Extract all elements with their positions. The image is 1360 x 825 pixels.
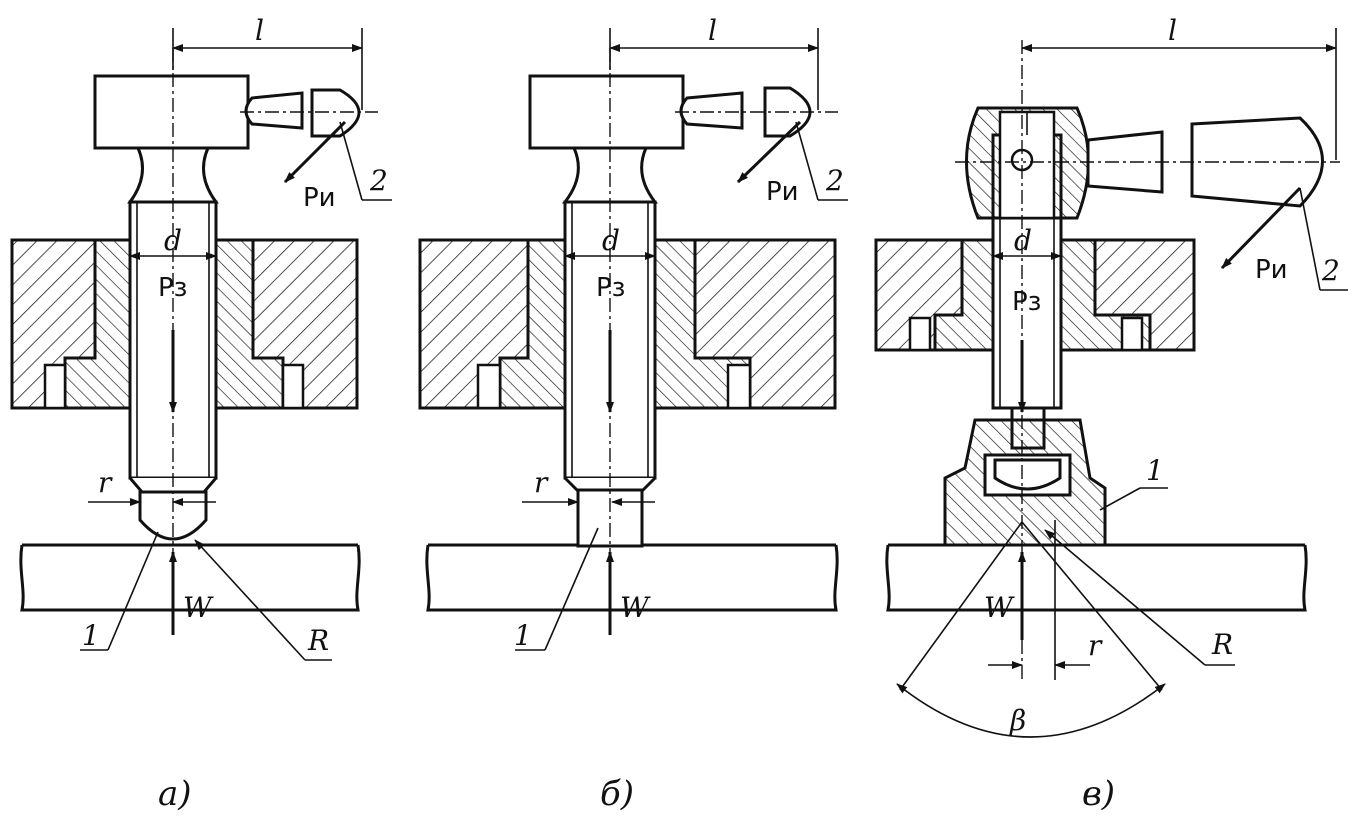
force-pz-a: Pз — [158, 273, 188, 303]
dim-d-a: d — [164, 224, 182, 257]
dim-d-b: d — [602, 224, 620, 257]
caption-a: а) — [158, 774, 192, 814]
label-1-b: 1 — [514, 619, 532, 652]
force-pz-b: Pз — [596, 273, 626, 303]
dim-r-a: r — [98, 466, 113, 499]
head-b — [528, 74, 685, 150]
dim-l-a: l — [255, 14, 264, 47]
workpiece-c — [885, 543, 1308, 612]
force-pi-b: Pи — [766, 177, 799, 207]
label-r-big-a: R — [307, 624, 329, 657]
force-w-b: W — [620, 591, 651, 624]
force-pi-c: Pи — [1255, 255, 1288, 285]
label-1-c: 1 — [1146, 454, 1164, 487]
caption-c: в) — [1082, 774, 1115, 814]
force-w-a: W — [183, 591, 214, 624]
dim-r-c: r — [1088, 629, 1103, 662]
label-2-b: 2 — [825, 164, 844, 197]
label-2-a: 2 — [369, 164, 388, 197]
dim-l-b: l — [708, 14, 717, 47]
force-pi-a: Pи — [303, 183, 336, 213]
label-r-big-c: R — [1211, 628, 1233, 661]
label-beta-c: β — [1009, 704, 1026, 737]
force-w-c: W — [984, 591, 1015, 624]
handle-a — [244, 91, 304, 130]
label-2-c: 2 — [1321, 254, 1340, 287]
dim-l-c: l — [1168, 14, 1177, 47]
tip-spherical-a — [138, 490, 208, 541]
handle-b — [679, 91, 744, 130]
caption-b: б) — [600, 774, 634, 814]
figure-c: l d Pз 1 W β r R Pи 2 в) — [874, 14, 1348, 814]
handle-knob-a — [310, 88, 361, 138]
dim-d-c: d — [1014, 224, 1032, 257]
dim-r-b: r — [534, 466, 549, 499]
label-1-a: 1 — [82, 619, 100, 652]
head-a — [93, 74, 250, 150]
figure-a: l d Pз r W 1 R Pи 2 а) — [10, 14, 392, 814]
force-pz-c: Pз — [1012, 287, 1042, 317]
workpiece-a — [19, 543, 361, 612]
figure-b: l d Pз r W 1 Pи 2 б) — [418, 14, 848, 814]
